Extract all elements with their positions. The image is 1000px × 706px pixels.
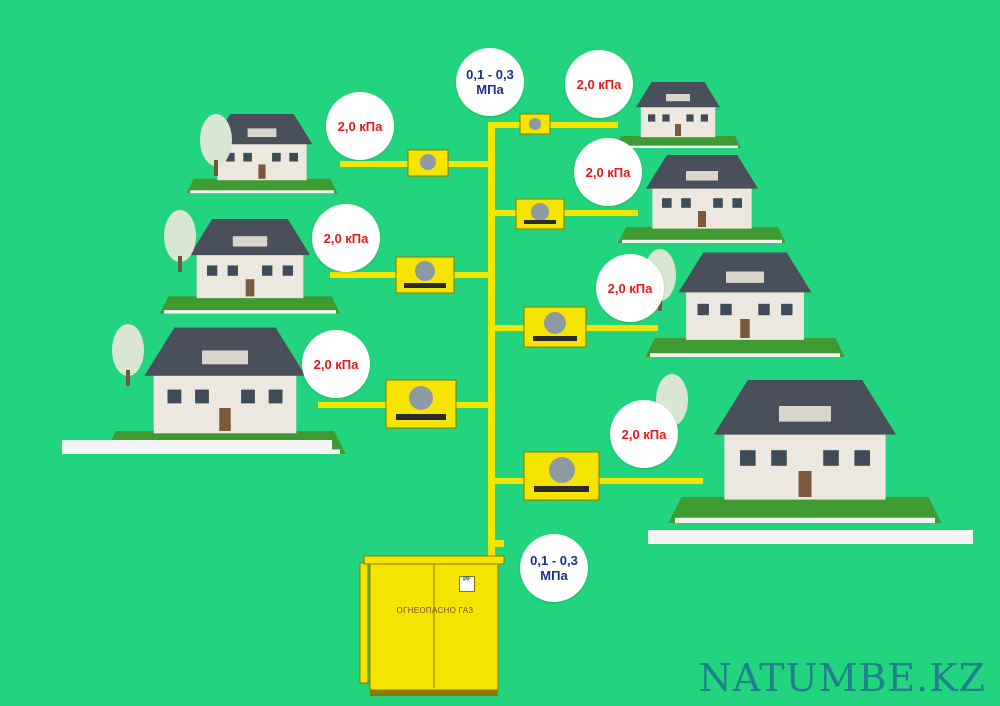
- pressure-badge-5: 2,0 кПа: [574, 138, 642, 206]
- pressure-badge-2: 2,0 кПа: [312, 204, 380, 272]
- fence-1: [62, 440, 332, 454]
- house-5: [618, 155, 786, 243]
- watermark: NATUMBE.KZ: [698, 656, 986, 700]
- fence-2: [648, 530, 973, 544]
- cabinet-logo: PF: [459, 576, 475, 592]
- regulator-unit-5: [407, 149, 449, 177]
- house-4: [615, 82, 741, 148]
- pressure-badge-4: 2,0 кПа: [565, 50, 633, 118]
- regulator-unit-6: [395, 256, 455, 294]
- riser-pipe: [490, 540, 504, 547]
- main-pipe: [488, 122, 495, 600]
- pipe-network: [318, 122, 703, 600]
- gas-cabinet: [359, 555, 505, 696]
- regulator-unit-7: [385, 379, 457, 429]
- tree-2: [164, 210, 196, 272]
- pipe-branch-1: [488, 122, 618, 128]
- regulator-unit-4: [523, 451, 600, 501]
- tree-3: [112, 324, 144, 386]
- pressure-badge-1: 2,0 кПа: [326, 92, 394, 160]
- pressure-badge-3: 2,0 кПа: [302, 330, 370, 398]
- regulator-unit-1: [519, 113, 551, 135]
- pressure-badge-7: 2,0 кПа: [610, 400, 678, 468]
- regulator-unit-2: [515, 198, 565, 230]
- house-7: [668, 380, 942, 523]
- regulator-unit-3: [523, 306, 587, 348]
- cabinet-label: ОГНЕОПАСНО ГАЗ: [396, 606, 474, 615]
- pressure-badge-6: 2,0 кПа: [596, 254, 664, 322]
